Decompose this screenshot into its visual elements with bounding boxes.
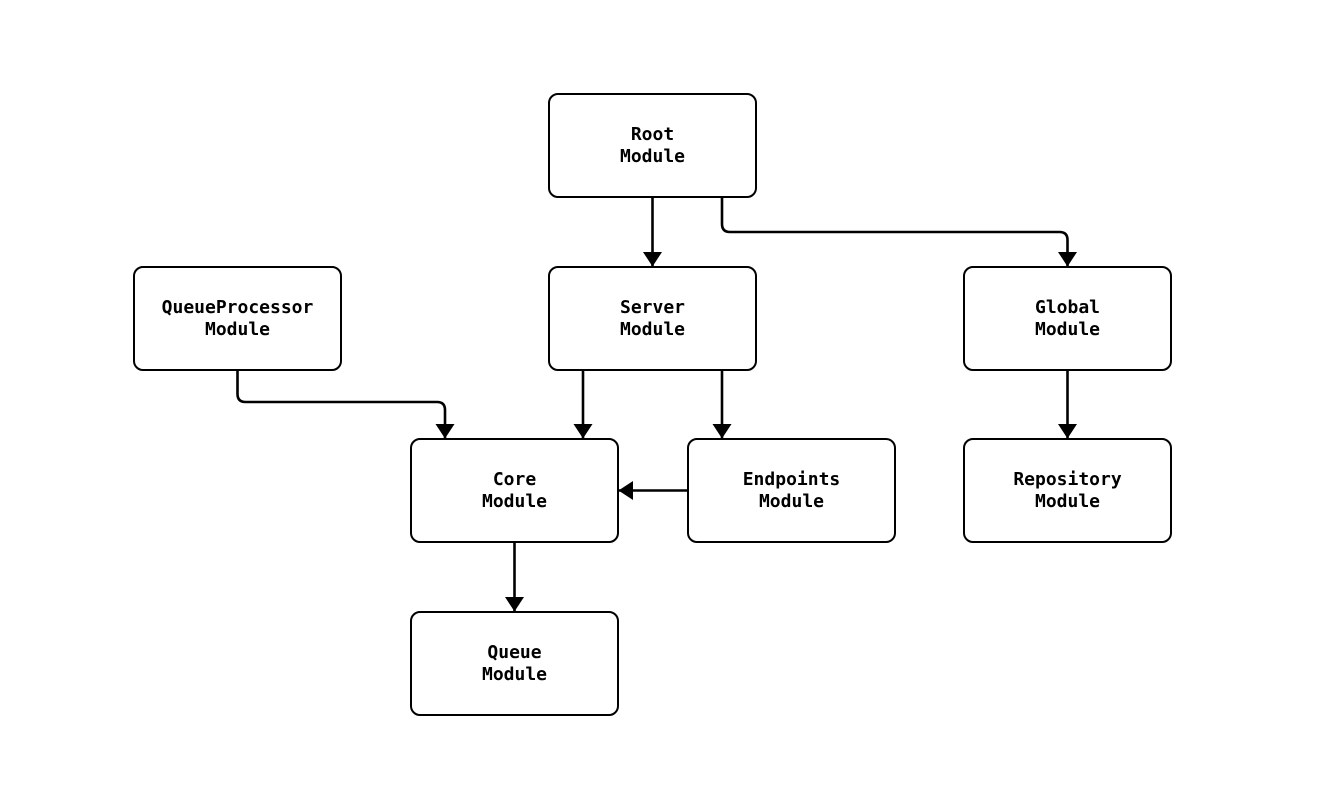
node-core: Core Module bbox=[410, 438, 619, 543]
node-label: Server Module bbox=[619, 296, 686, 340]
node-label: Root Module bbox=[619, 123, 686, 167]
node-queue: Queue Module bbox=[410, 611, 619, 716]
node-endpoints: Endpoints Module bbox=[687, 438, 896, 543]
edge-root-to-global bbox=[720, 198, 1077, 267]
node-label: Core Module bbox=[481, 468, 548, 512]
node-label: Queue Module bbox=[481, 641, 548, 685]
node-queueprocessor: QueueProcessor Module bbox=[133, 266, 342, 371]
node-repository: Repository Module bbox=[963, 438, 1172, 543]
node-root: Root Module bbox=[548, 93, 757, 198]
node-global: Global Module bbox=[963, 266, 1172, 371]
node-label: Repository Module bbox=[1013, 468, 1122, 512]
node-label: QueueProcessor Module bbox=[161, 296, 314, 340]
edge-queueprocessor-to-core bbox=[236, 371, 455, 439]
node-label: Global Module bbox=[1034, 296, 1101, 340]
edges-group bbox=[236, 198, 1077, 612]
node-label: Endpoints Module bbox=[742, 468, 841, 512]
node-server: Server Module bbox=[548, 266, 757, 371]
